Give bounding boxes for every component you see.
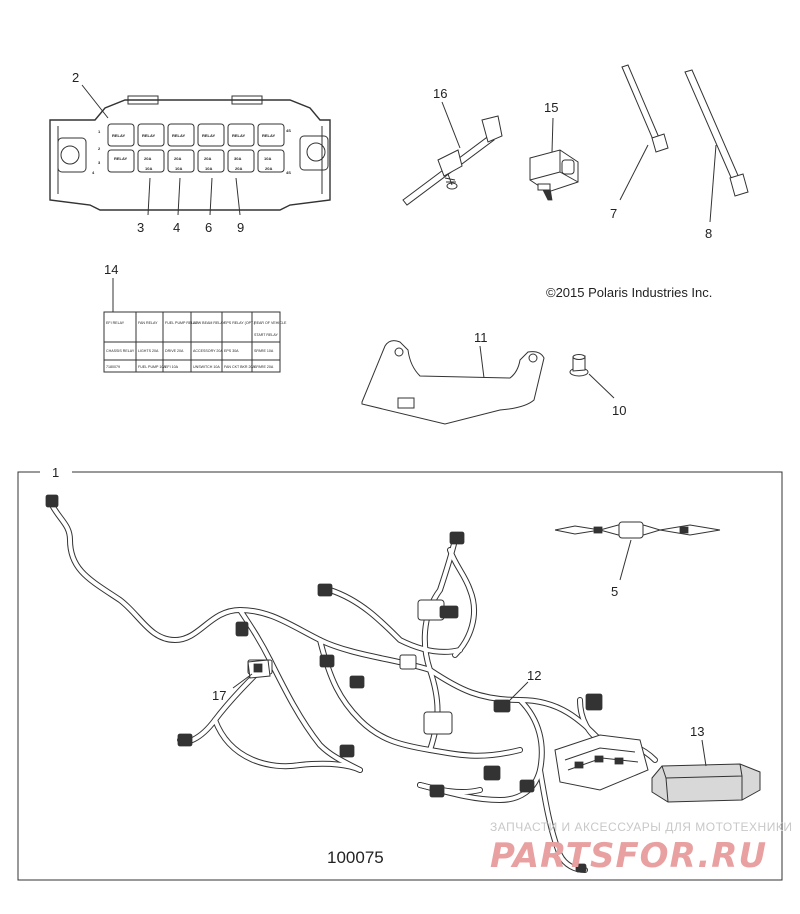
label-row2-bottom-cell: EFI 10A [165, 365, 179, 369]
callout-14: 14 [104, 262, 118, 277]
cable-tie-long [684, 69, 749, 197]
callout-9: 9 [237, 220, 244, 235]
callout-8: 8 [705, 226, 712, 241]
diagram-part-number: 100075 [327, 848, 384, 867]
fuse-box: RELAY RELAY RELAY 20A 10A RELAY 20A 10A RELAY 20A… [49, 95, 331, 211]
callout-16: 16 [433, 86, 447, 101]
connector-clip [247, 659, 271, 679]
relay-slot [137, 123, 165, 147]
label-row2-bottom-cell: UNSWITCH 10A [193, 365, 220, 369]
label-row1-cell: FUEL PUMP RELAY [165, 321, 198, 325]
callout-5: 5 [611, 584, 618, 599]
relay-slot-label: RELAY [114, 156, 128, 161]
relay-slot-label: 20A [174, 156, 181, 161]
label-row2-bottom-cell: FUEL PUMP 10A [138, 365, 166, 369]
callout-4: 4 [173, 220, 180, 235]
callout-10: 10 [612, 403, 626, 418]
fuse-box-cover [651, 763, 761, 803]
callout-7: 7 [610, 206, 617, 221]
label-row2-top-cell: DRIVE 20A [165, 349, 184, 353]
relay-slot [167, 149, 195, 173]
relay-slot-label: RELAY [112, 133, 126, 138]
label-row2-bottom-cell: SPARE 20A [254, 365, 274, 369]
relay-slot-label: RELAY [232, 133, 246, 138]
relay-slot-label: RELAY [172, 133, 186, 138]
fuse-box-code: 4S [286, 128, 291, 133]
relay-slot [197, 123, 225, 147]
label-code: 7180079 [106, 365, 120, 369]
fuse-slot-label: 10A [175, 166, 182, 171]
label-row1-cell: FAN RELAY [138, 321, 158, 325]
label-row2-top-cell: ACCESSORY 20A [193, 349, 223, 353]
label-row1-extra: START RELAY [254, 333, 279, 337]
relay-slot-label: RELAY [202, 133, 216, 138]
callout-3: 3 [137, 220, 144, 235]
bracket-part [361, 340, 545, 425]
fuse-slot-label: 10A [145, 166, 152, 171]
fuse-box-side-number: 2 [98, 146, 101, 151]
callout-13: 13 [690, 724, 704, 739]
fuse-box-code: 4S [286, 170, 291, 175]
label-row2-top-cell: LIGHTS 20A [138, 349, 159, 353]
watermark-brand: PARTSFOR.RU [490, 836, 767, 876]
relay-slot [137, 149, 165, 173]
watermark-tagline: ЗАПЧАСТИ И АКСЕССУАРЫ ДЛЯ МОТОТЕХНИКИ [490, 820, 792, 834]
relay-slot [167, 123, 195, 147]
callout-15: 15 [544, 100, 558, 115]
label-row2-top-cell: CHASSIS RELAY [106, 349, 135, 353]
relay-slot [107, 149, 135, 173]
relay-slot-label: 30A [234, 156, 241, 161]
relay-slot [107, 123, 135, 147]
relay-slot [227, 149, 255, 173]
fuse-box-side-number: 4 [92, 170, 95, 175]
cable-tie-short [621, 64, 669, 153]
inline-fuse [554, 521, 721, 539]
label-row1-cell: REAR OF VEHICLE [254, 321, 287, 325]
relay-slot-label: 20A [204, 156, 211, 161]
relay-slot-label: 20A [144, 156, 151, 161]
fuse-box-side-number: 1 [98, 129, 101, 134]
callout-17: 17 [212, 688, 226, 703]
cable-tie-mount [402, 115, 503, 206]
label-row2-bottom-cell: FAN CKT BKR 20A [224, 365, 255, 369]
callout-6: 6 [205, 220, 212, 235]
label-row1-cell: EPS RELAY (OPT.) [224, 321, 255, 325]
push-rivet [569, 354, 589, 377]
relay-slot [257, 123, 285, 147]
copyright-text: ©2015 Polaris Industries Inc. [546, 285, 712, 300]
label-row1-cell: EFI RELAY [106, 321, 125, 325]
relay-slot [197, 149, 225, 173]
fuse-box-side-number: 3 [98, 160, 101, 165]
relay-slot-label: RELAY [142, 133, 156, 138]
callout-11: 11 [474, 330, 488, 345]
connector-part [529, 149, 579, 201]
callout-12: 12 [527, 668, 541, 683]
label-row1-cell: LOW BEAM RELAY [193, 321, 225, 325]
relay-slot [227, 123, 255, 147]
callout-2: 2 [72, 70, 79, 85]
fuse-slot-label: 20A [235, 166, 242, 171]
label-row2-top-cell: SPARE 10A [254, 349, 274, 353]
relay-slot-label: 10A [264, 156, 271, 161]
relay-slot [257, 149, 285, 173]
wire-harness [45, 494, 658, 873]
label-row2-top-cell: EPS 30A [224, 349, 239, 353]
callout-1: 1 [52, 465, 59, 480]
fuse-slot-label: 20A [265, 166, 272, 171]
relay-slot-label: RELAY [262, 133, 276, 138]
fuse-slot-label: 10A [205, 166, 212, 171]
